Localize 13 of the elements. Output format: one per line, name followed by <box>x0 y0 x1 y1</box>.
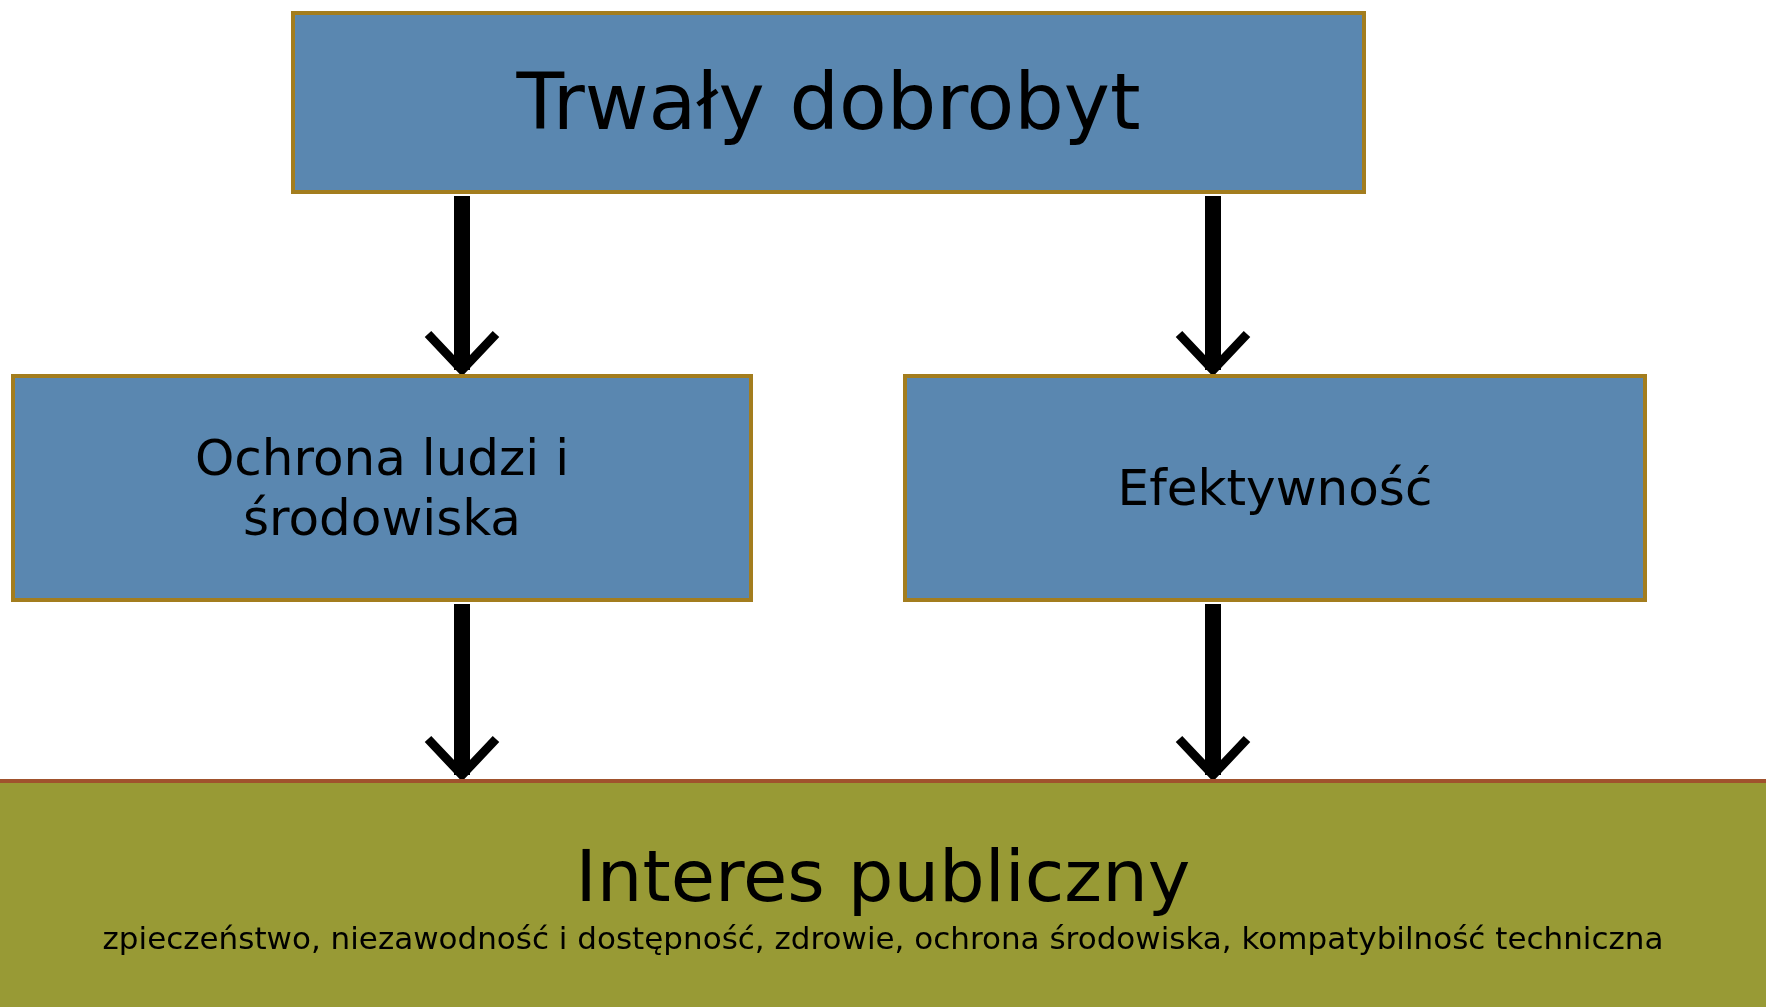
arrow <box>423 196 501 375</box>
banner <box>0 779 1766 1007</box>
arrow <box>423 604 501 780</box>
process-box <box>291 11 1366 194</box>
box-title: Ochrona ludzi i środowiska <box>193 428 571 548</box>
box-subtitle: zpieczeństwo, niezawodność i dostępność, zdrowie, ochrona środowiska, kompatybilność techniczna <box>102 919 1664 957</box>
arrow <box>1174 604 1252 780</box>
process-box <box>903 374 1647 602</box>
arrow <box>1174 196 1252 375</box>
box-title: Efektywność <box>1117 458 1433 518</box>
process-box <box>11 374 753 602</box>
box-title: Trwały dobrobyt <box>516 55 1141 149</box>
box-title: Interes publiczny <box>575 833 1191 920</box>
